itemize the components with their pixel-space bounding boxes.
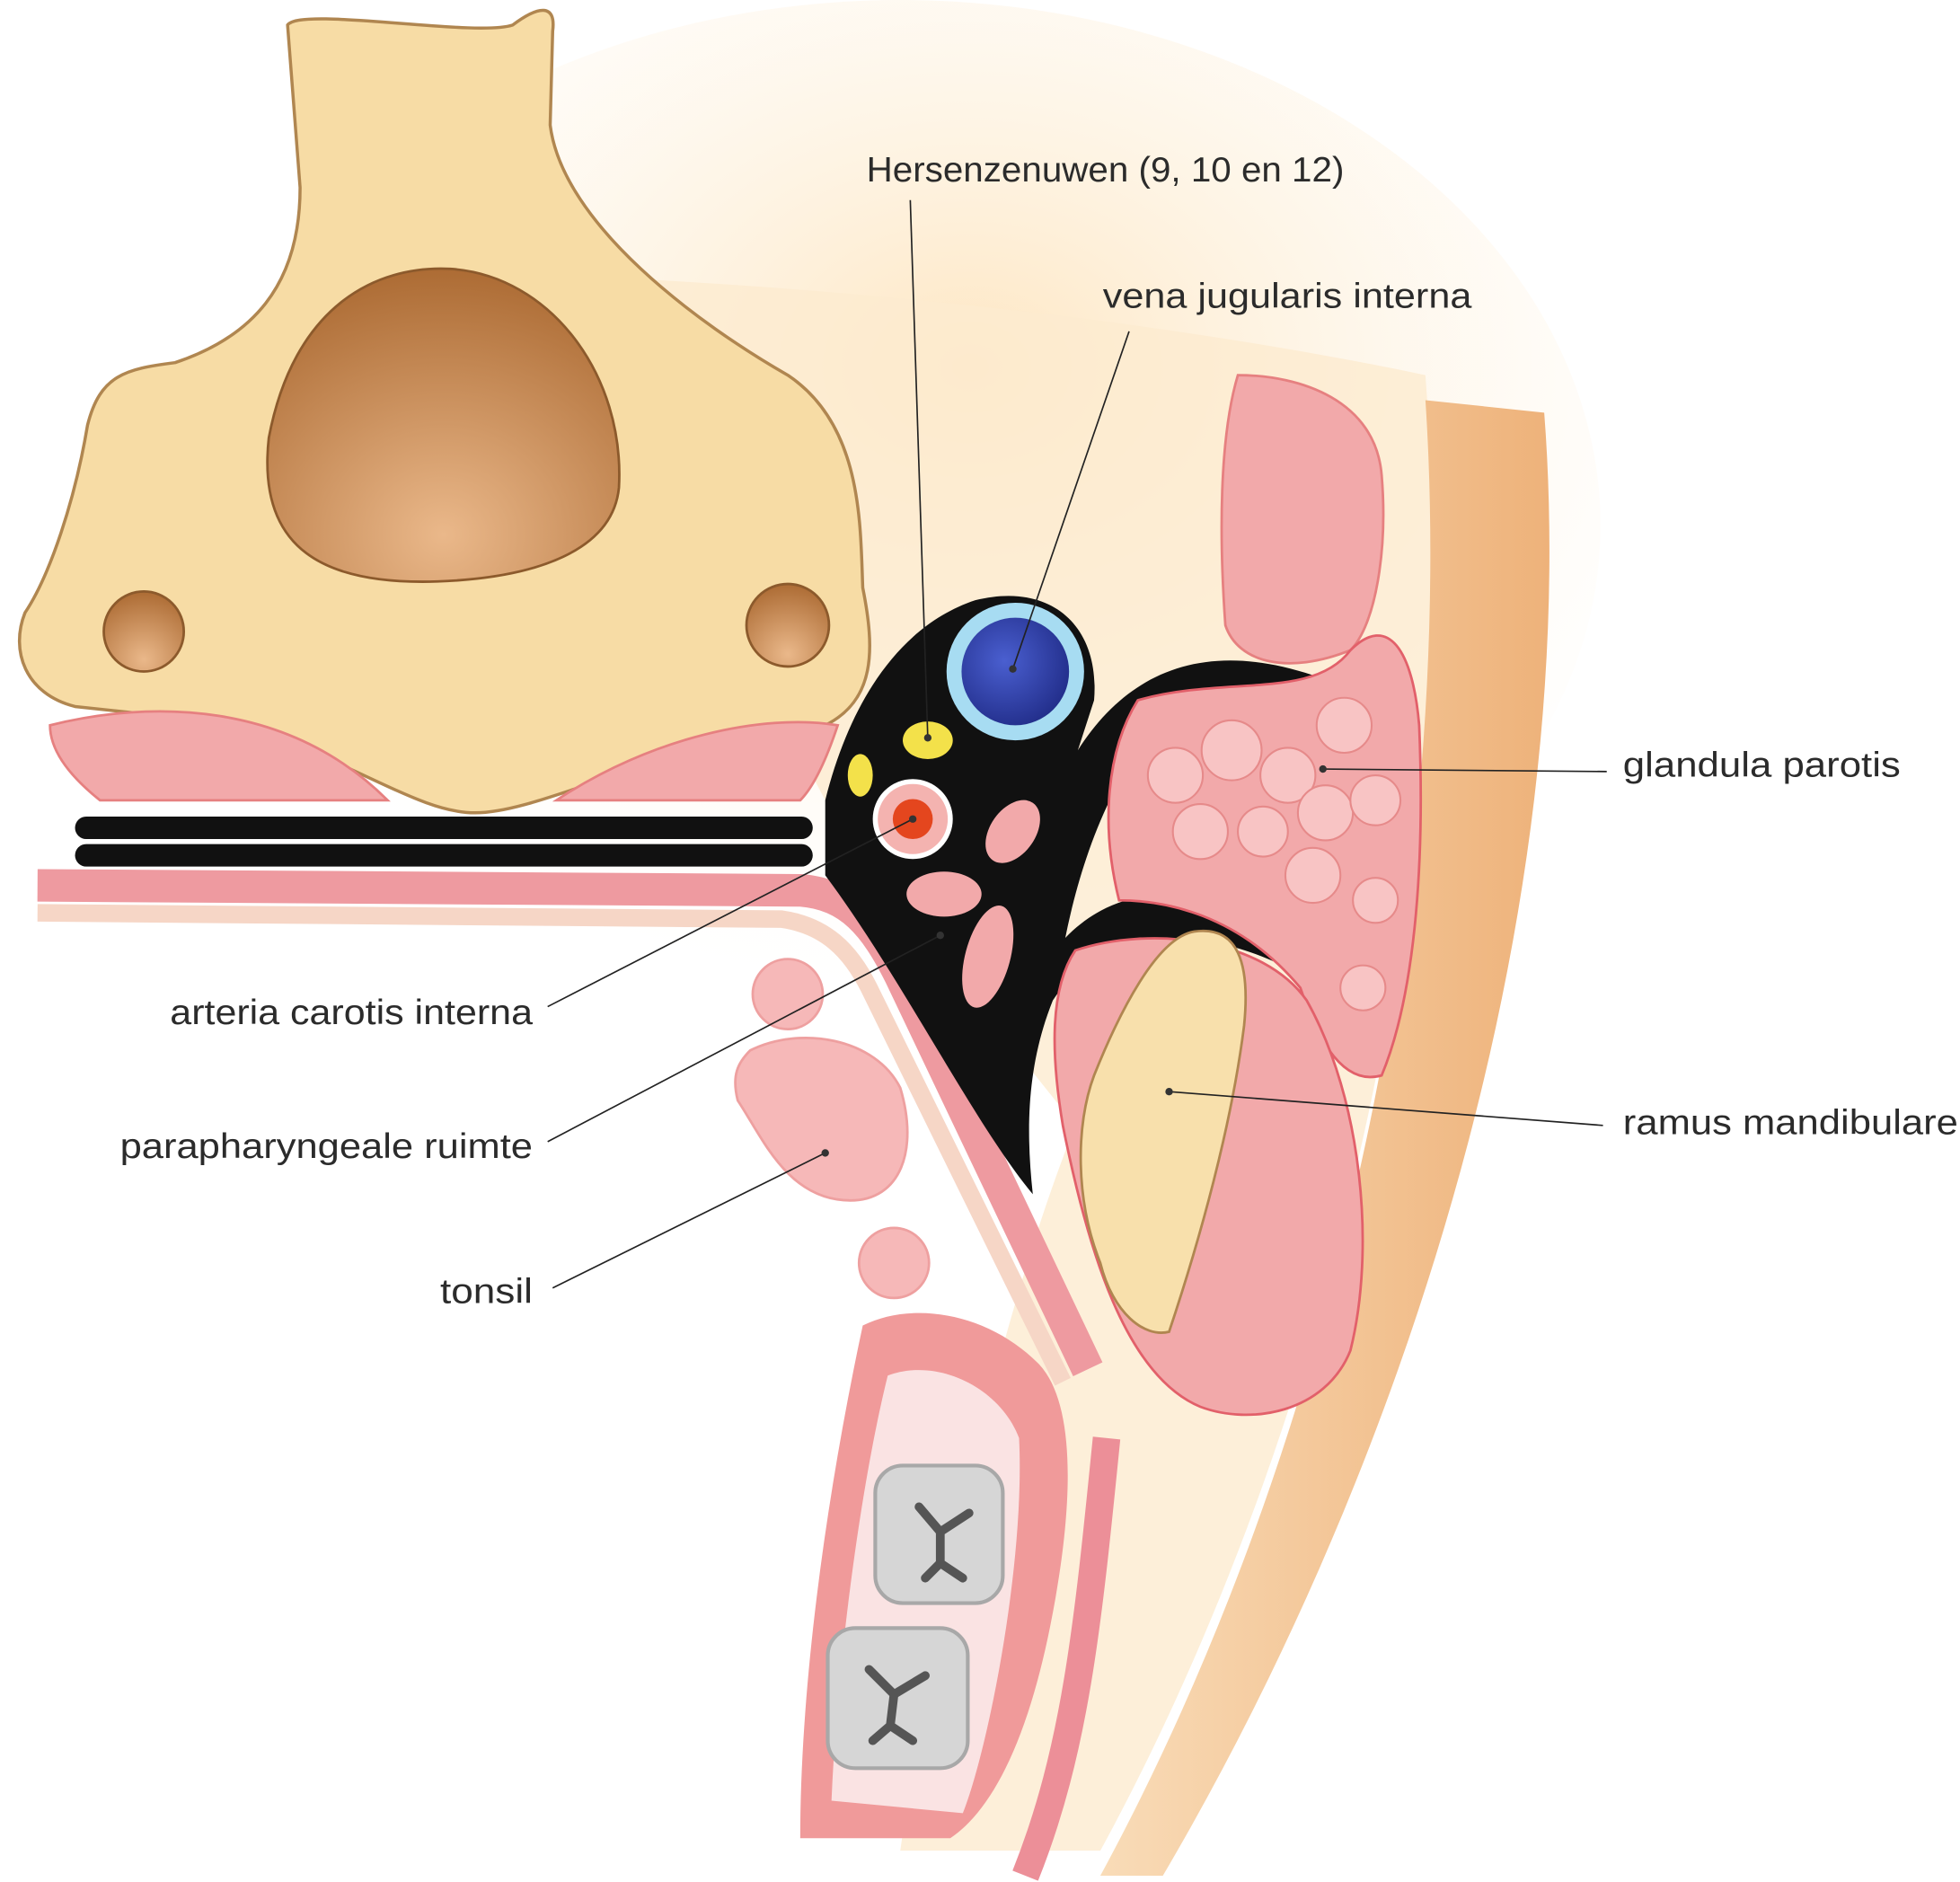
pointer-glandula-parotis [1319,764,1327,773]
pointer-ramus-mandibulare [1165,1088,1173,1096]
label-cranial-nerves: Hersenzenuwen (9, 10 en 12) [867,151,1345,190]
pointer-tonsil [821,1149,829,1157]
pharyngeal-mucosa [37,904,1071,1386]
leader-tonsil [552,1152,826,1289]
label-ramus-mandibulare: ramus mandibulare [1623,1104,1958,1143]
leader-cranial-nerves [909,199,929,738]
molar-fissure-lower [864,1665,930,1745]
pointer-cranial-nerves [923,734,932,742]
cranial-nerve-small [847,754,873,797]
vertebral-foramen [266,267,621,583]
styloid-muscle-3 [962,906,1014,1008]
prevertebral-fascia [75,816,813,840]
parotid-lobules [1146,696,1402,1012]
label-parapharyngeal-space: parapharyngeale ruimte [120,1127,533,1166]
ramus-mandibulare-bone [1079,929,1248,1334]
pointer-parapharyngeal-space [936,932,944,940]
transverse-foramen-left [102,590,186,673]
transverse-foramen-right [745,582,831,668]
skin-layer [1099,400,1549,1877]
leader-ramus-mandibulare [1169,1091,1603,1127]
leader-glandula-parotis [1322,768,1607,773]
constrictor-muscle-lower [1012,1436,1121,1881]
pointer-arteria-carotis [908,815,917,823]
prevertebral-muscle-right [552,720,840,802]
tonsil-shape [734,958,931,1300]
pointer-vena-jugularis [1009,665,1017,673]
label-arteria-carotis: arteria carotis interna [170,994,533,1032]
leader-parapharyngeal-space [547,934,941,1143]
buccopharyngeal-fascia [75,844,813,867]
prevertebral-muscle-left [49,710,391,802]
label-vena-jugularis: vena jugularis interna [1103,277,1472,315]
leader-vena-jugularis [1011,331,1130,669]
masseter-muscle [1220,374,1385,665]
molar-fissure-upper [914,1502,974,1583]
label-glandula-parotis: glandula parotis [1623,746,1901,784]
styloid-muscle-1 [985,800,1040,863]
leader-arteria-carotis [547,818,914,1008]
styloid-muscle-2 [906,871,982,917]
label-tonsil: tonsil [440,1272,533,1311]
